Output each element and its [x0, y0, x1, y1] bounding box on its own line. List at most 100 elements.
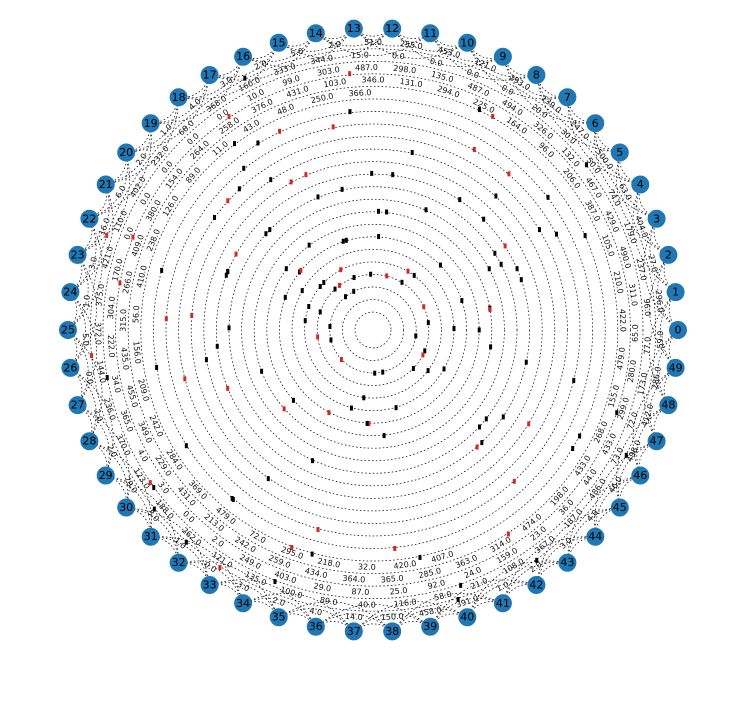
- node-circle: [80, 432, 99, 451]
- edge-weight-label: 467.0: [584, 176, 604, 200]
- graph-node: 8: [527, 66, 546, 84]
- edge-weight-label: 365.0: [380, 574, 404, 585]
- edge-ring: [115, 73, 631, 587]
- edge-weight-label: 14.0: [345, 612, 363, 622]
- edge-weight-label: 421.0: [100, 245, 115, 269]
- graph-node: 15: [269, 33, 288, 52]
- graph-node: 22: [80, 209, 99, 228]
- edge-arrowhead: [237, 186, 241, 192]
- node-label: 14: [309, 27, 323, 40]
- graph-node: 45: [610, 498, 629, 517]
- edge: [67, 218, 103, 331]
- edge-arrowhead: [421, 352, 425, 358]
- edge: [315, 604, 431, 627]
- node-label: 3: [653, 212, 660, 225]
- node-circle: [458, 608, 477, 627]
- edge-weight-label: 410.0: [135, 264, 149, 288]
- edge-arrowhead: [519, 277, 523, 283]
- edge-arrowhead: [242, 165, 246, 171]
- edge-arrowhead: [310, 551, 314, 557]
- edge-arrowhead: [400, 279, 404, 285]
- edge-arrowhead: [300, 288, 304, 294]
- edge: [657, 329, 679, 406]
- edge: [353, 601, 468, 632]
- edge-ring: [178, 136, 568, 524]
- edge-weight-label: 303.0: [316, 65, 340, 78]
- edge-weight-label: 429.0: [603, 209, 621, 234]
- edge: [70, 184, 114, 293]
- edge-weight-label: 25.0: [389, 586, 408, 597]
- edge-arrowhead: [584, 162, 588, 168]
- edge-arrowhead: [370, 170, 374, 176]
- graph-node: 43: [558, 553, 577, 572]
- edge-weight-label: 403.0: [273, 569, 298, 585]
- edge-arrowhead: [234, 251, 238, 257]
- edge-weight-label: 218.0: [317, 557, 341, 570]
- edge: [105, 475, 179, 563]
- edge: [502, 56, 596, 124]
- edge-ring: [316, 274, 430, 386]
- edge-arrowhead: [268, 227, 272, 233]
- edge-weight-label: 255.0: [399, 39, 423, 51]
- edge: [67, 254, 89, 331]
- edge-arrowhead: [310, 458, 314, 464]
- node-label: 49: [669, 361, 683, 374]
- edge-ring: [203, 161, 543, 499]
- edge: [278, 608, 355, 632]
- edge-arrowhead: [316, 194, 320, 200]
- edge-weight-label: 0.0: [122, 226, 135, 241]
- edge-arrowhead: [524, 359, 528, 365]
- edge-weight-label: 89.0: [319, 596, 338, 608]
- edge-arrowhead: [424, 207, 428, 213]
- edge-weight-label: 0.0: [84, 371, 95, 385]
- edge-weight-label: 494.0: [500, 98, 524, 118]
- edge: [70, 291, 97, 406]
- node-circle: [647, 209, 666, 228]
- edge: [391, 28, 468, 52]
- edge-arrowhead: [477, 424, 481, 430]
- edge-arrowhead: [578, 433, 582, 439]
- edge-ring: [102, 61, 644, 599]
- node-circle: [527, 576, 546, 594]
- node-label: 48: [661, 399, 675, 412]
- node-label: 4: [637, 178, 644, 191]
- edge: [649, 254, 676, 369]
- edge: [353, 28, 431, 47]
- edge-arrowhead: [412, 272, 416, 278]
- node-circle: [421, 617, 440, 636]
- edge-arrowhead: [489, 344, 493, 350]
- edge-arrowhead: [266, 476, 270, 482]
- node-label: 41: [496, 597, 510, 610]
- node-circle: [610, 498, 629, 517]
- edge-arrowhead: [90, 353, 94, 359]
- edge-weight-label: 56.0: [131, 305, 141, 323]
- graph-node: 35: [269, 608, 288, 627]
- edge: [150, 536, 210, 586]
- edge-ring: [354, 311, 392, 349]
- edge-weight-label: 435.0: [119, 347, 131, 371]
- edge-weight-label: 135.0: [430, 70, 454, 85]
- edge: [594, 123, 657, 220]
- edge-weight-label: 453.0: [437, 45, 461, 60]
- node-circle: [421, 24, 440, 43]
- edge-weight-label: 0.0: [202, 560, 218, 575]
- edge-arrowhead: [515, 266, 519, 272]
- edge-arrowhead: [537, 227, 541, 233]
- edge-weight-label: 237.0: [634, 257, 648, 281]
- graph-node: 10: [458, 33, 477, 52]
- edge-weight-label: 250.0: [310, 91, 334, 105]
- edge-weight-label: 296.0: [654, 289, 665, 313]
- node-circle: [234, 594, 253, 613]
- edge: [429, 579, 537, 627]
- edge-weight-label: 387.0: [583, 198, 602, 222]
- edge-arrowhead: [362, 395, 366, 401]
- edge-arrowhead: [318, 309, 322, 315]
- node-label: 7: [564, 91, 571, 104]
- edge-weight-label: 3.0: [236, 580, 251, 594]
- edge: [178, 561, 244, 604]
- edge-arrowhead: [503, 243, 507, 249]
- node-circle: [169, 88, 188, 107]
- node-circle: [647, 432, 666, 451]
- edge-weight-label: 372.0: [93, 322, 102, 345]
- edge-arrowhead: [615, 410, 619, 416]
